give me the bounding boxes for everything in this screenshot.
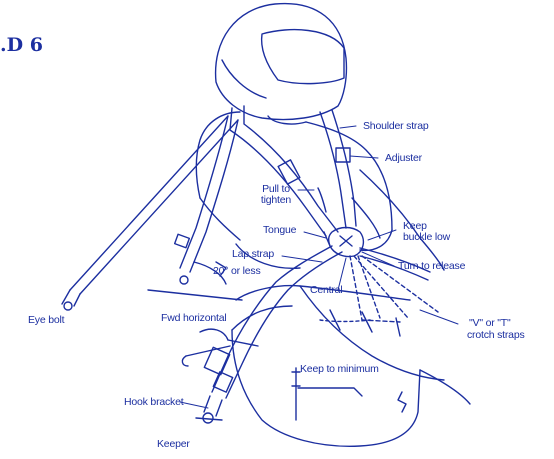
label-crotch-straps: crotch straps xyxy=(467,330,525,341)
label-central: Central xyxy=(310,285,342,296)
figure-title: .D 6 xyxy=(0,34,43,56)
label-v-or-t: "V" or "T" xyxy=(469,318,511,329)
annotation-marks xyxy=(292,368,406,420)
label-buckle-low: buckle low xyxy=(403,232,450,243)
label-keep-to-minimum: Keep to minimum xyxy=(300,364,379,375)
label-fwd-horizontal: Fwd horizontal xyxy=(161,313,226,324)
label-keeper: Keeper xyxy=(157,439,190,450)
anchor-straps xyxy=(62,116,242,310)
shoulder-straps xyxy=(230,106,356,236)
central-buckle xyxy=(324,228,363,257)
label-eye-bolt: Eye bolt xyxy=(28,315,64,326)
hook-loop xyxy=(182,329,258,366)
label-adjuster: Adjuster xyxy=(385,153,422,164)
label-shoulder-strap: Shoulder strap xyxy=(363,121,429,132)
label-angle: 20° or less xyxy=(213,266,261,277)
label-tongue: Tongue xyxy=(263,225,296,236)
label-lap-strap: Lap strap xyxy=(232,249,274,260)
label-hook-bracket: Hook bracket xyxy=(124,397,183,408)
label-turn-to-release: Turn to release xyxy=(398,261,465,272)
label-tighten: tighten xyxy=(254,195,298,206)
helmet-outline xyxy=(216,4,347,124)
